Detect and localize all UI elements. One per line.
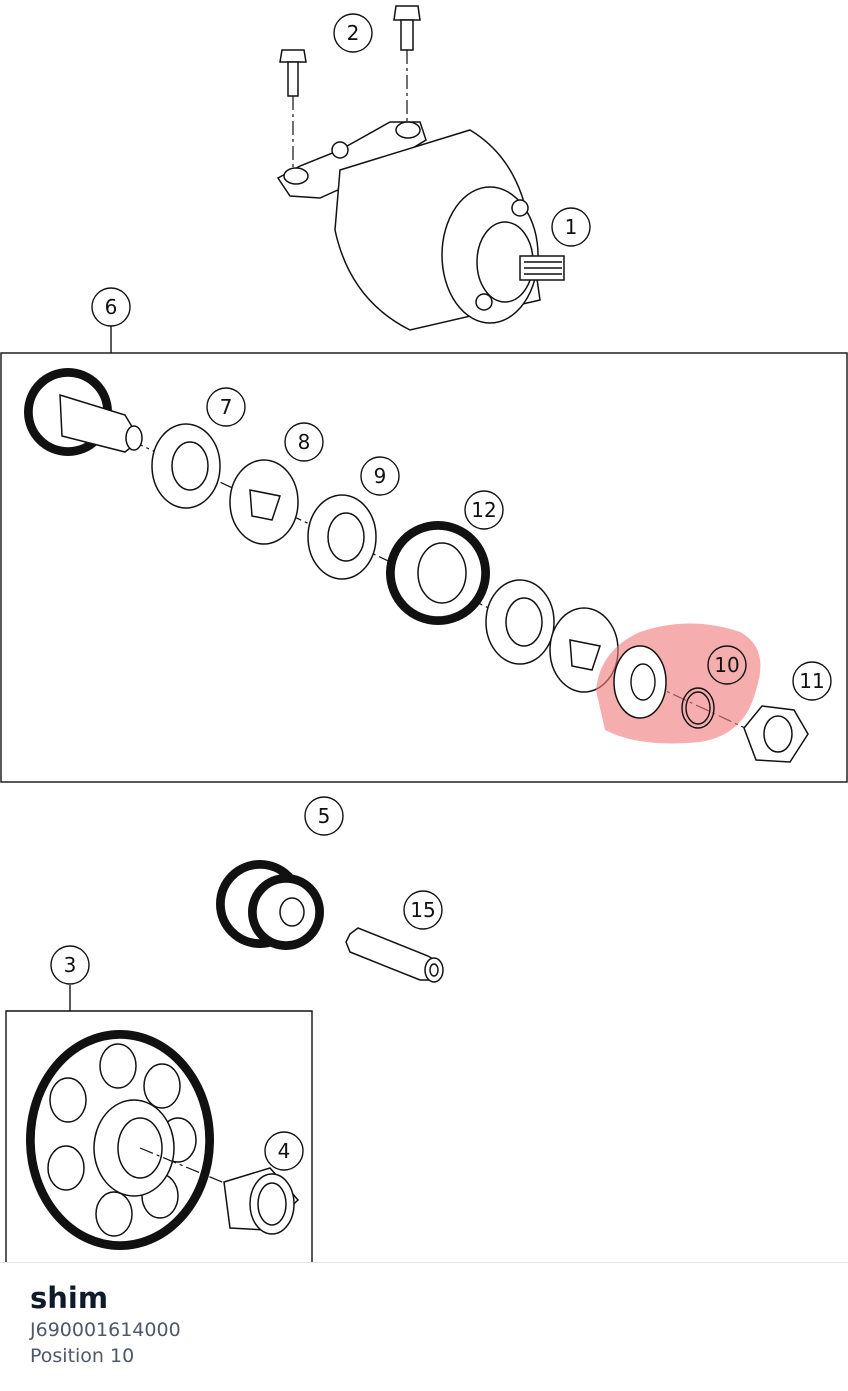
position-value: 10: [110, 1345, 135, 1367]
callout-4[interactable]: 4: [264, 1131, 304, 1171]
exploded-parts-diagram: 1 2 6 7 8 9 12 10 11 5 15 3: [0, 5, 848, 1262]
assembly-6-frame: [0, 352, 848, 783]
callout-12[interactable]: 12: [464, 490, 504, 530]
washer-7[interactable]: [151, 423, 221, 509]
intermediate-gear-shaft[interactable]: [24, 368, 143, 456]
shaft-15[interactable]: [345, 927, 444, 983]
callout-15-label: 15: [410, 898, 435, 922]
starter-motor[interactable]: [276, 5, 565, 331]
callout-12-label: 12: [471, 498, 496, 522]
part-name: shim: [30, 1281, 109, 1315]
shim-10[interactable]: [613, 645, 715, 729]
callout-9[interactable]: 9: [360, 456, 400, 496]
part-number: J690001614000: [30, 1319, 181, 1341]
bolt-right: [393, 5, 421, 51]
gear-12[interactable]: [386, 521, 490, 625]
callout-15[interactable]: 15: [403, 890, 443, 930]
position-label: Position: [30, 1345, 104, 1367]
selected-part-panel: shim J690001614000 Position 10: [0, 1262, 848, 1391]
callout-4-label: 4: [278, 1139, 291, 1163]
callout-1-label: 1: [565, 215, 578, 239]
callout-2-label: 2: [347, 21, 360, 45]
part-position: Position 10: [30, 1345, 134, 1367]
callout-5[interactable]: 5: [304, 796, 344, 836]
callout-11-label: 11: [799, 669, 824, 693]
callout-7[interactable]: 7: [206, 387, 246, 427]
callout-9-label: 9: [374, 464, 387, 488]
callout-5-label: 5: [318, 804, 331, 828]
callout-1[interactable]: 1: [551, 207, 591, 247]
callout-11[interactable]: 11: [792, 661, 832, 701]
callout-10[interactable]: 10: [707, 645, 747, 685]
washer-9[interactable]: [307, 494, 377, 580]
double-gear-5[interactable]: [216, 860, 324, 950]
callout-10-label: 10: [714, 653, 739, 677]
large-gear-3[interactable]: [26, 1030, 214, 1250]
bolt-left: [279, 49, 307, 97]
callout-6-label: 6: [105, 295, 118, 319]
callout-2[interactable]: 2: [333, 13, 373, 53]
callout-8-label: 8: [298, 430, 311, 454]
washer-8[interactable]: [229, 459, 299, 545]
callout-7-label: 7: [220, 395, 233, 419]
needle-bearing-4[interactable]: [223, 1167, 300, 1235]
washer-12a[interactable]: [485, 579, 555, 665]
assembly-3-frame: [5, 1010, 313, 1262]
callout-3[interactable]: 3: [50, 945, 90, 985]
callout-8[interactable]: 8: [284, 422, 324, 462]
nut-11[interactable]: [743, 705, 809, 763]
callout-6[interactable]: 6: [91, 287, 131, 327]
callout-3-label: 3: [64, 953, 77, 977]
